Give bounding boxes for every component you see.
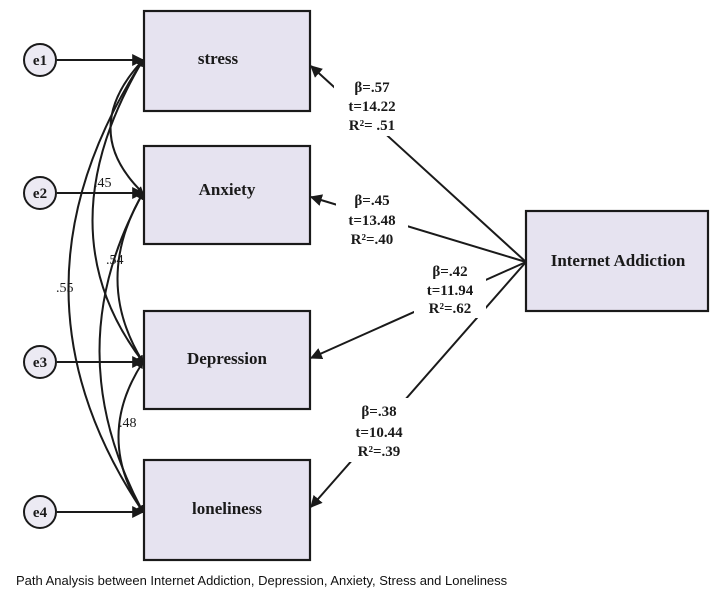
error-e3-label: e3 <box>33 355 47 371</box>
error-e4-circle <box>23 495 57 529</box>
stat-anxiety-t: t=13.48 <box>348 213 395 229</box>
stat-anxiety-r2: R²=.40 <box>351 232 394 248</box>
curve-stress-depression <box>91 59 144 363</box>
node-loneliness-box <box>142 458 312 562</box>
error-e4-label: e4 <box>33 505 48 521</box>
node-stress-box <box>142 9 312 113</box>
node-internet-addiction-box <box>524 209 710 313</box>
curve-stress-loneliness <box>67 59 144 513</box>
node-anxiety-label: Anxiety <box>199 180 256 199</box>
stat-bg-stress <box>334 74 410 136</box>
figure-caption: Path Analysis between Internet Addiction… <box>16 573 508 588</box>
edge-ia-loneliness <box>310 261 527 508</box>
node-internet-addiction-label: Internet Addiction <box>551 251 686 270</box>
stat-bg-anxiety <box>336 186 408 250</box>
stat-anxiety-beta: β=.45 <box>354 193 389 209</box>
corr-label-e3-e4: .48 <box>119 416 137 431</box>
stat-stress-t: t=14.22 <box>348 99 395 115</box>
stat-bg-loneliness <box>344 398 414 462</box>
stat-depression-beta: β=.42 <box>432 264 467 280</box>
diagram-canvas: stress Anxiety Depression loneliness Int… <box>23 9 710 562</box>
stat-bg-depression <box>414 258 486 318</box>
node-stress-label: stress <box>198 49 239 68</box>
node-loneliness-label: loneliness <box>192 499 262 518</box>
error-e3-circle <box>23 345 57 379</box>
stat-stress-r2: R²= .51 <box>349 118 395 134</box>
error-e2-circle <box>23 176 57 210</box>
curve-depression-loneliness <box>117 361 144 513</box>
stat-depression-r2: R²=.62 <box>429 301 472 317</box>
stat-stress-beta: β=.57 <box>354 80 390 96</box>
error-e2-label: e2 <box>33 186 47 202</box>
node-depression-box <box>142 309 312 411</box>
corr-label-e1-e3: .54 <box>106 253 124 268</box>
stat-loneliness-beta: β=.38 <box>361 404 396 420</box>
corr-label-e1-e4: .55 <box>56 281 74 296</box>
stat-loneliness-r2: R²=.39 <box>358 444 401 460</box>
stat-depression-t: t=11.94 <box>427 283 474 299</box>
stat-loneliness-t: t=10.44 <box>355 425 403 441</box>
error-e1-label: e1 <box>33 53 47 69</box>
curve-stress-anxiety <box>109 59 144 194</box>
node-depression-label: Depression <box>187 349 268 368</box>
corr-label-e1-e2: .45 <box>94 176 112 191</box>
node-anxiety-box <box>142 144 312 246</box>
error-e1-circle <box>23 43 57 77</box>
